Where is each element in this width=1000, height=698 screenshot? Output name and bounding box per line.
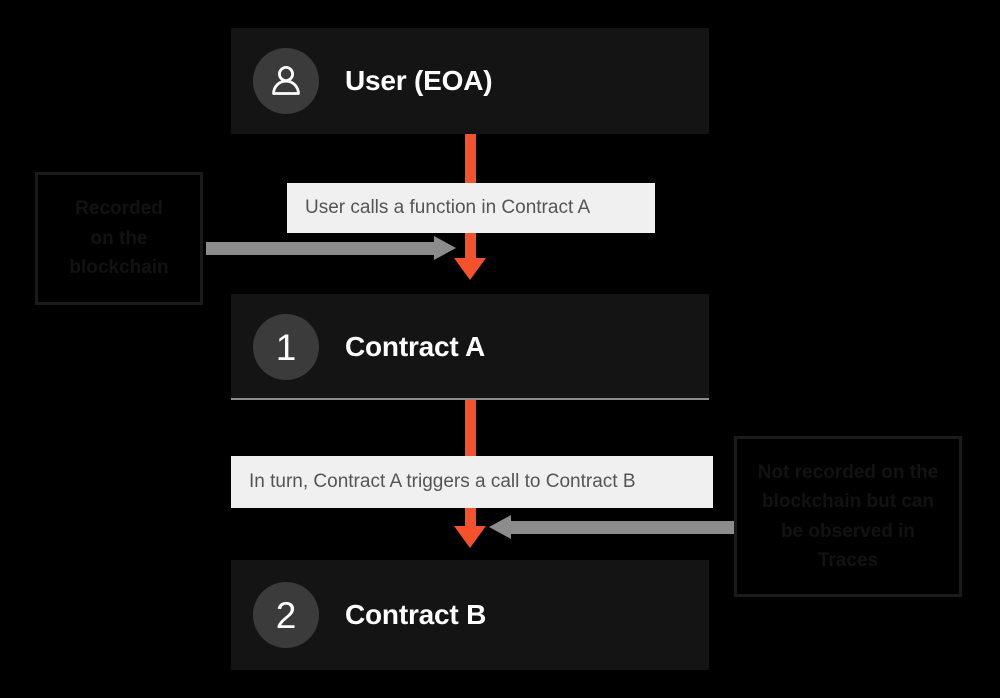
annotation-pointer-right	[489, 515, 739, 539]
annotation-right-line-3: be observed in	[780, 520, 916, 542]
annotation-left-line-1: Recorded	[75, 198, 163, 220]
node-contract-b-title: Contract B	[345, 599, 487, 630]
node-contract-a[interactable]: 1 Contract A	[231, 294, 709, 400]
flow-label-step-2: In turn, Contract A triggers a call to C…	[231, 456, 713, 508]
node-contract-a-underline	[231, 398, 709, 400]
flow-arrow-contract-a-to-contract-b-head	[454, 526, 486, 548]
node-user-eoa[interactable]: User (EOA)	[231, 28, 709, 134]
arrow-right-icon	[434, 236, 456, 260]
annotation-right-line-4: Traces	[817, 549, 879, 571]
annotation-pointer-left	[206, 236, 456, 260]
annotation-right-line-1: Not recorded on the	[757, 461, 939, 483]
node-contract-a-title: Contract A	[345, 331, 486, 362]
flow-label-step-1: User calls a function in Contract A	[287, 183, 655, 233]
flow-arrow-user-to-contract-a-head	[454, 258, 486, 280]
node-user-eoa-title: User (EOA)	[345, 65, 493, 96]
annotation-left-line-2: on the	[90, 227, 148, 249]
annotation-right-line-2: blockchain but can	[761, 491, 935, 513]
annotation-not-recorded-on-blockchain: Not recorded on the blockchain but can b…	[734, 436, 962, 597]
annotation-recorded-on-blockchain: Recorded on the blockchain	[35, 172, 203, 305]
person-icon	[253, 48, 319, 114]
node-contract-b[interactable]: 2 Contract B	[231, 560, 709, 670]
annotation-pointer-right-shaft	[511, 521, 739, 534]
node-contract-b-step-number: 2	[253, 582, 319, 648]
annotation-left-line-3: blockchain	[69, 257, 169, 279]
arrow-left-icon	[489, 515, 511, 539]
annotation-pointer-left-shaft	[206, 242, 434, 255]
node-contract-a-step-number: 1	[253, 314, 319, 380]
